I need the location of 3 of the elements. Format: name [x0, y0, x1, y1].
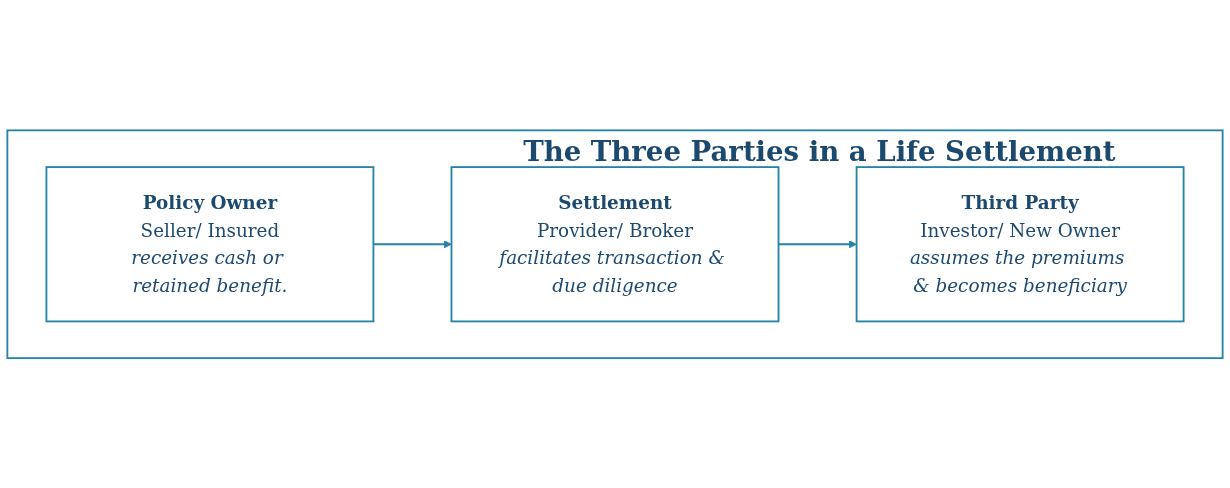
node-box	[450, 165, 780, 323]
node-box	[855, 165, 1185, 323]
node-box	[45, 165, 375, 323]
